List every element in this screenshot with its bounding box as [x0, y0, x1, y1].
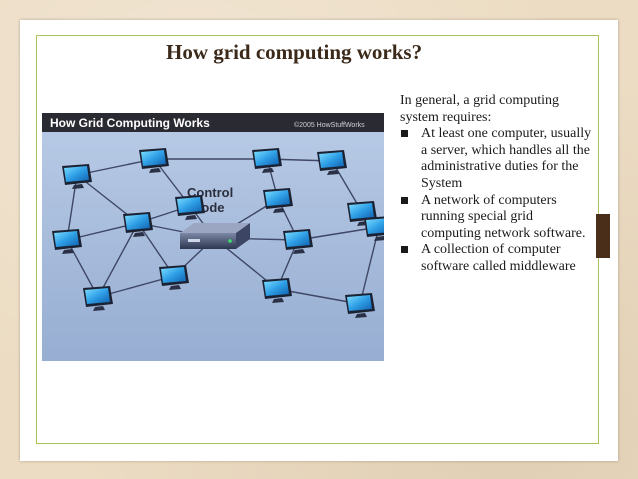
- network-link: [297, 226, 380, 241]
- bullet-item: At least one computer, usually a server,…: [400, 126, 592, 192]
- computer-monitor-icon: [364, 216, 384, 241]
- content-text: In general, a grid computing system requ…: [400, 93, 592, 276]
- bullet-item: A network of computers running special g…: [400, 193, 592, 243]
- control-node-server-icon: [180, 223, 250, 249]
- computer-monitor-icon: [62, 164, 92, 189]
- computer-monitor-icon: [175, 195, 205, 220]
- bullet-square-icon: [401, 130, 408, 138]
- computer-monitor-icon: [317, 150, 347, 175]
- computer-monitor-icon: [139, 148, 169, 173]
- computer-monitor-icon: [283, 229, 313, 254]
- bullet-square-icon: [401, 196, 408, 204]
- figure-header-text: How Grid Computing Works: [50, 116, 210, 130]
- computer-monitor-icon: [83, 286, 113, 311]
- bullet-text: A collection of computer software called…: [421, 242, 576, 274]
- computer-monitor-icon: [263, 188, 293, 213]
- computer-monitor-icon: [52, 229, 82, 254]
- figure-copyright-text: ©2005 HowStuffWorks: [294, 121, 365, 129]
- computer-monitor-icon: [252, 148, 282, 173]
- bullet-text: A network of computers running special g…: [421, 192, 586, 241]
- computer-monitor-icon: [159, 265, 189, 290]
- network-link: [97, 222, 139, 298]
- grid-computing-figure: How Grid Computing Works ©2005 HowStuffW…: [42, 113, 384, 361]
- computer-monitor-icon: [123, 212, 153, 237]
- slide-title: How grid computing works?: [166, 40, 423, 64]
- computer-monitor-icon: [262, 278, 292, 303]
- bullet-text: At least one computer, usually a server,…: [421, 126, 592, 191]
- figure-header-bar: [42, 113, 384, 132]
- bullet-list: At least one computer, usually a server,…: [400, 126, 592, 275]
- intro-text: In general, a grid computing system requ…: [400, 93, 560, 125]
- bullet-item: A collection of computer software called…: [400, 242, 592, 275]
- side-tab: [596, 214, 610, 258]
- computer-monitor-icon: [345, 293, 375, 318]
- bullet-square-icon: [401, 246, 408, 254]
